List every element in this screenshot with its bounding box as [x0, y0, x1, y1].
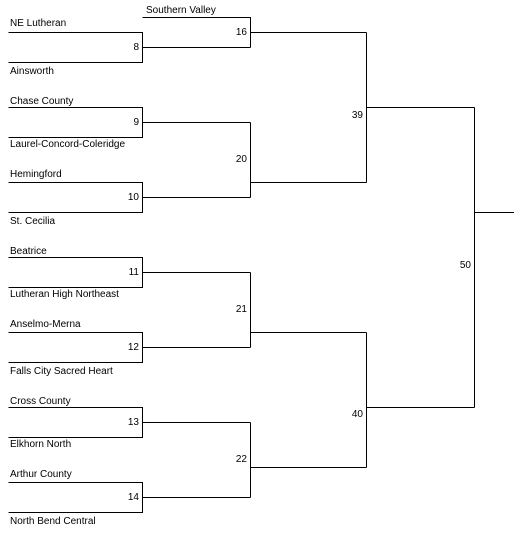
- bracket-game-22: [250, 422, 367, 498]
- team-label: Beatrice: [10, 246, 47, 257]
- bracket-game-50: [474, 107, 514, 408]
- team-label: Cross County: [10, 396, 71, 407]
- bracket-game-20: [250, 122, 367, 198]
- game-number: 8: [133, 42, 139, 53]
- bracket-game-39: [366, 32, 475, 183]
- team-label: St. Cecilia: [10, 216, 56, 227]
- game-number: 40: [351, 409, 363, 420]
- team-label: Arthur County: [10, 469, 72, 480]
- game-number: 39: [351, 110, 363, 121]
- bracket-game-9: [8, 107, 251, 138]
- game-number: 13: [127, 417, 139, 428]
- game-number: 20: [235, 154, 247, 165]
- team-label: NE Lutheran: [10, 18, 67, 29]
- bracket-game-8: [8, 32, 251, 63]
- bracket-game-10: [8, 182, 251, 213]
- team-label: North Bend Central: [10, 516, 96, 527]
- team-label: Chase County: [10, 96, 74, 107]
- team-label: Ainsworth: [10, 66, 54, 77]
- team-label: Falls City Sacred Heart: [10, 366, 113, 377]
- bracket-game-40: [366, 332, 475, 468]
- bracket-game-14: [8, 482, 251, 513]
- game-number: 11: [128, 267, 139, 278]
- game-number: 10: [127, 192, 139, 203]
- team-label: Anselmo-Merna: [10, 319, 81, 330]
- game-number: 22: [235, 454, 247, 465]
- game-number: 12: [127, 342, 139, 353]
- bracket-game-13: [8, 407, 251, 438]
- bracket-game-16: [142, 17, 367, 48]
- game-number: 9: [133, 117, 139, 128]
- team-label: Laurel-Concord-Coleridge: [10, 139, 126, 150]
- game-number: 14: [127, 492, 139, 503]
- team-label: Elkhorn North: [10, 439, 72, 450]
- team-label: Lutheran High Northeast: [10, 289, 119, 300]
- bracket-game-21: [250, 272, 367, 348]
- game-number: 21: [235, 304, 247, 315]
- game-number: 50: [459, 260, 471, 271]
- bracket-game-11: [8, 257, 251, 288]
- bracket-game-12: [8, 332, 251, 363]
- team-label: Southern Valley: [146, 5, 216, 16]
- game-number: 16: [235, 27, 247, 38]
- team-label: Hemingford: [10, 169, 62, 180]
